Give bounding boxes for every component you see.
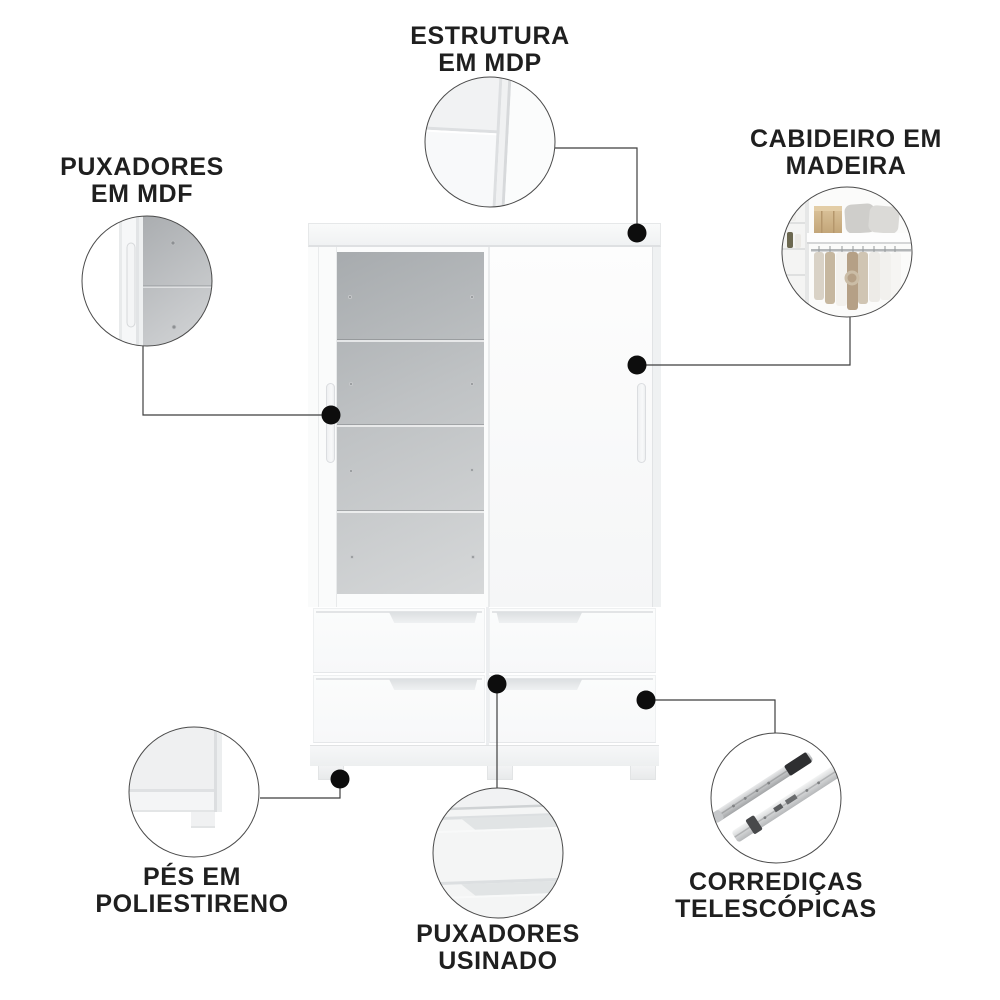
garments (814, 252, 901, 310)
left-door-handle (326, 383, 335, 463)
label-line: TELESCÓPICAS (675, 895, 877, 923)
screw-dot (350, 555, 354, 559)
cabinet-panel (129, 727, 222, 792)
drawer-bottom-right (489, 675, 656, 743)
leader-line-pes (260, 779, 341, 799)
mirror-seam (337, 340, 484, 342)
routed-groove (460, 814, 563, 830)
label-line: PUXADORES (60, 153, 224, 181)
right-door-handle (637, 383, 646, 463)
mirror-section (143, 216, 212, 346)
label-line: EM MDP (438, 49, 542, 77)
routed-handle-detail-circle (432, 787, 564, 919)
label-estrutura-em-mdp: ESTRUTURA EM MDP (340, 23, 640, 77)
screw-dot (470, 468, 474, 472)
foot-left (318, 766, 344, 780)
closet-interior-detail-circle (781, 186, 913, 318)
label-puxadores-usinado: PUXADORES USINADO (348, 921, 648, 975)
wardrobe-top-trim (308, 223, 661, 247)
screw-dot (348, 295, 352, 299)
slide-upper (711, 752, 813, 823)
screw-dot (349, 382, 353, 386)
label-line: MADEIRA (785, 152, 907, 180)
shelf-and-rod (807, 233, 912, 252)
drawer-top-left (313, 608, 485, 673)
top-shelf-items (814, 203, 900, 234)
screw-dot (349, 469, 353, 473)
label-corredicas-telescopicas: CORREDIÇAS TELESCÓPICAS (626, 869, 926, 923)
leader-line-corredicas (646, 699, 776, 733)
screw-dot (470, 295, 474, 299)
door-handle-detail-circle (81, 215, 213, 347)
polystyrene-foot (191, 812, 215, 828)
drawer-bottom-left (313, 675, 485, 743)
label-line: PUXADORES (416, 920, 580, 948)
label-line: EM MDF (90, 180, 194, 208)
right-sliding-door (488, 247, 652, 607)
leader-line-estrutura (554, 147, 638, 233)
leader-line-puxadores-mdf (142, 346, 331, 416)
screw-dot (471, 555, 475, 559)
wardrobe-right-side-panel (652, 247, 661, 607)
slide-lower (732, 766, 840, 842)
screw-dot (171, 324, 177, 330)
telescopic-slides-detail-circle (710, 732, 842, 864)
wardrobe-top-corner-detail-circle (424, 76, 556, 208)
slides (711, 752, 840, 842)
screw-dot (470, 382, 474, 386)
drawer-column-divider (486, 607, 489, 745)
corner-panel (425, 77, 555, 207)
label-line: CABIDEIRO EM (750, 125, 942, 153)
label-line: POLIESTIRENO (95, 890, 289, 918)
furniture-foot-detail-circle (128, 726, 260, 858)
label-line: PÉS EM (142, 863, 242, 891)
bottle (787, 232, 793, 248)
label-cabideiro-em-madeira: CABIDEIRO EM MADEIRA (696, 126, 996, 180)
bottle (795, 234, 801, 248)
drawer-top-right (489, 608, 656, 673)
label-line: USINADO (438, 947, 558, 975)
foot-right (630, 766, 656, 780)
mdf-handle-groove (126, 242, 136, 328)
wardrobe-base-trim (310, 745, 659, 766)
label-pes-em-poliestireno: PÉS EM POLIESTIRENO (42, 864, 342, 918)
hanger-rod (811, 249, 911, 252)
leader-line-cabideiro (637, 317, 851, 366)
bottle (789, 208, 796, 221)
label-puxadores-em-mdf: PUXADORES EM MDF (0, 154, 292, 208)
pillows (844, 203, 900, 234)
mirror-seam (337, 425, 484, 427)
foot-center (487, 766, 513, 780)
label-line: ESTRUTURA (410, 22, 570, 50)
label-line: CORREDIÇAS (688, 868, 864, 896)
mirror-seam (337, 511, 484, 513)
mirror-panel (337, 252, 484, 594)
hanging-clothes (818, 246, 896, 253)
side-shelf-column (782, 187, 809, 317)
screw-dot (170, 240, 176, 246)
